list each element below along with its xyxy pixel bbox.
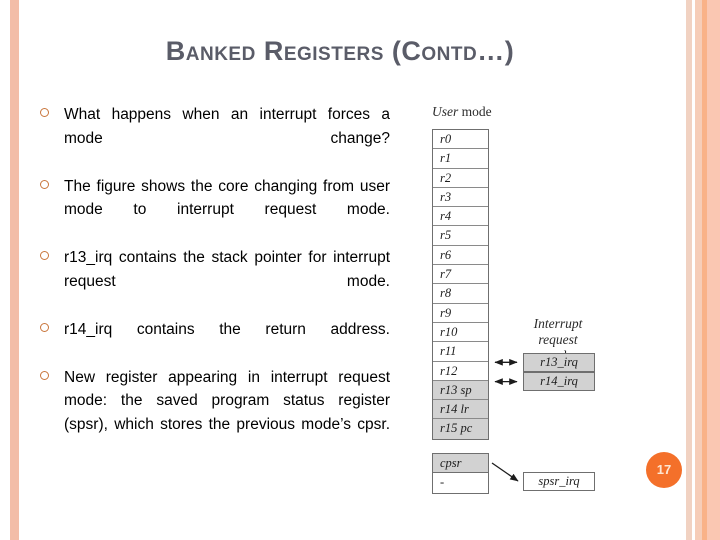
register-cell: r10 bbox=[433, 322, 488, 343]
list-item: The figure shows the core changing from … bbox=[38, 175, 390, 246]
spsr-irq-box: spsr_irq bbox=[523, 472, 595, 492]
right-accent-stripe-4 bbox=[707, 0, 720, 540]
list-item-text: r14_irq contains the return address. bbox=[64, 320, 390, 338]
register-cell: r0 bbox=[433, 130, 488, 150]
register-cell: r5 bbox=[433, 226, 488, 246]
register-cell: r9 bbox=[433, 303, 488, 323]
list-item: New register appearing in interrupt requ… bbox=[38, 366, 390, 460]
user-mode-label: User mode bbox=[432, 104, 492, 120]
bullet-circle-icon bbox=[40, 322, 49, 332]
register-cell: r6 bbox=[433, 245, 488, 266]
register-cell: r11 bbox=[433, 342, 488, 362]
irq-mode-label-line2: request bbox=[538, 332, 578, 347]
left-accent-stripe bbox=[10, 0, 19, 540]
list-item-text: New register appearing in interrupt requ… bbox=[64, 368, 390, 433]
list-item-text: r13_irq contains the stack pointer for i… bbox=[64, 249, 390, 290]
register-cell: r2 bbox=[433, 168, 488, 188]
register-cell: r4 bbox=[433, 207, 488, 227]
list-item: What happens when an interrupt forces a … bbox=[38, 103, 390, 174]
bullet-circle-icon bbox=[40, 251, 49, 260]
register-cell: r12 bbox=[433, 361, 488, 381]
user-mode-label-italic: User bbox=[432, 104, 459, 119]
register-cell: r3 bbox=[433, 187, 488, 208]
bullet-list: What happens when an interrupt forces a … bbox=[38, 103, 390, 461]
page-title: Banked Registers (Contd…) bbox=[165, 36, 515, 66]
irq-mode-label-line1: Interrupt bbox=[533, 316, 583, 331]
bullet-circle-icon bbox=[40, 108, 49, 117]
register-cell: r13 sp bbox=[433, 380, 488, 401]
irq-register-r13: r13_irq bbox=[523, 352, 595, 372]
page-number-badge: 17 bbox=[646, 452, 682, 488]
register-cell: r8 bbox=[433, 284, 488, 304]
register-cell: r1 bbox=[433, 149, 488, 169]
register-bank-diagram: User mode Interrupt request mode r0 r1 r… bbox=[415, 100, 620, 510]
arrow-cpsr-to-spsr bbox=[491, 462, 519, 482]
list-item: r13_irq contains the stack pointer for i… bbox=[38, 246, 390, 317]
register-cell: r7 bbox=[433, 265, 488, 285]
right-accent-stripe-2 bbox=[695, 0, 702, 540]
irq-register-r14: r14_irq bbox=[523, 371, 595, 392]
right-accent-stripe-3 bbox=[702, 0, 707, 540]
list-item: r14_irq contains the return address. bbox=[38, 318, 390, 365]
register-cell: r14 lr bbox=[433, 400, 488, 420]
register-cell: r15 pc bbox=[433, 419, 488, 439]
list-item-text: The figure shows the core changing from … bbox=[64, 177, 390, 219]
bullet-circle-icon bbox=[40, 179, 49, 189]
cpsr-label: cpsr bbox=[433, 454, 488, 474]
list-item-text: What happens when an interrupt forces a … bbox=[64, 106, 390, 147]
user-mode-register-column: r0 r1 r2 r3 r4 r5 r6 r7 r8 r9 r10 r11 r1… bbox=[432, 129, 489, 440]
user-mode-label-plain: mode bbox=[458, 104, 492, 119]
bullet-circle-icon bbox=[40, 370, 49, 380]
cpsr-group: cpsr - bbox=[432, 453, 489, 494]
right-accent-stripe-1 bbox=[686, 0, 692, 540]
cpsr-value: - bbox=[433, 473, 488, 493]
